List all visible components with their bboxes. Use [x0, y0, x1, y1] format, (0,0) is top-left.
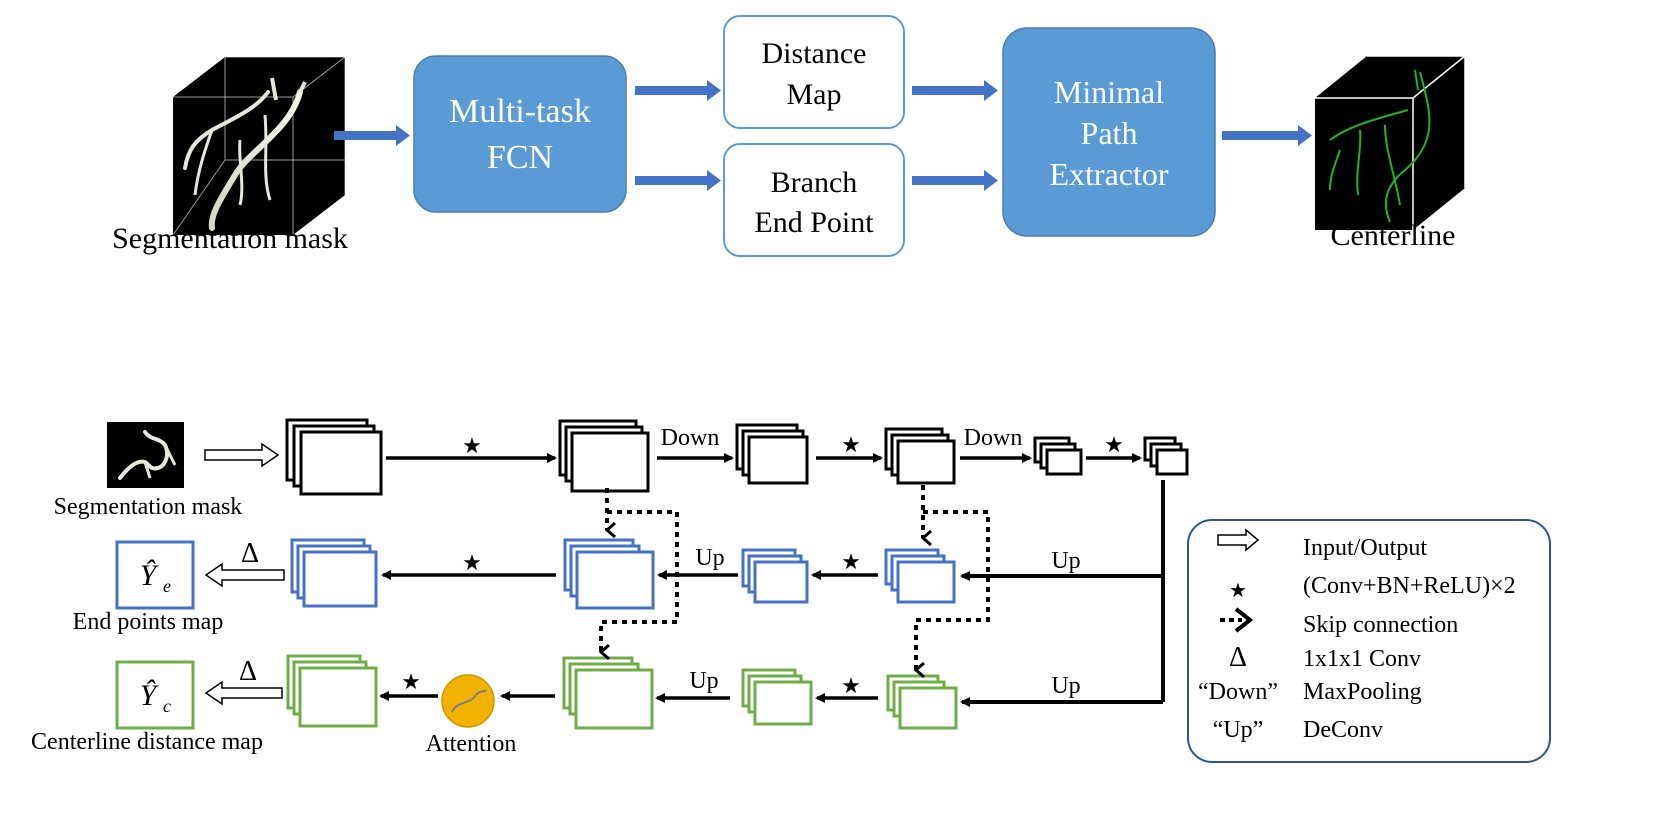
legend-item-delta: Δ 1x1x1 Conv [1229, 642, 1421, 673]
fcn-label-line1: Multi-task [449, 93, 591, 130]
endpoint-y-hat: Ŷ [140, 559, 160, 592]
minimal-path-extractor-box: Minimal Path Extractor [1002, 27, 1216, 237]
hollow-arrow-icon [1217, 528, 1260, 552]
legend-text-0: Input/Output [1303, 535, 1427, 561]
green-stack-3 [741, 668, 813, 726]
legend-text-3: 1x1x1 Conv [1303, 646, 1421, 672]
legend-item-conv: ★ (Conv+BN+ReLU)×2 [1229, 573, 1516, 602]
legend-text-5: DeConv [1303, 717, 1383, 743]
blue-stack-4 [884, 548, 956, 604]
network-input-label: Segmentation mask [54, 494, 243, 520]
delta-symbol-endpoint: Δ [241, 538, 259, 569]
centerline-cube-image [1315, 55, 1466, 230]
centerline-output-label: Centerline distance map [31, 729, 263, 755]
legend-symbol-3: Δ [1229, 642, 1247, 673]
conv-star-5: ★ [841, 549, 861, 574]
endpoint-output: Δ Ŷ e End points map [73, 538, 285, 635]
arrow-fcn-to-branch [635, 170, 721, 191]
legend-text-1: (Conv+BN+ReLU)×2 [1303, 573, 1516, 599]
encoder-stacks [285, 418, 1189, 496]
encoder-stack-5 [1033, 436, 1083, 476]
input-hollow-arrow [204, 442, 280, 468]
legend-text-4: MaxPooling [1303, 679, 1422, 705]
branch-label-line1: Branch [771, 166, 858, 199]
distance-label-line1: Distance [762, 37, 867, 70]
distance-label-line2: Map [787, 78, 842, 111]
conv-star-6: ★ [401, 669, 421, 694]
arrow-distance-to-extractor [912, 80, 998, 101]
centerline-y-hat: Ŷ [140, 679, 160, 712]
conv-star-4: ★ [462, 550, 482, 575]
legend-text-2: Skip connection [1303, 612, 1458, 638]
attention-label: Attention [426, 731, 517, 757]
up-label-centerline: Up [689, 668, 718, 694]
legend-item-up: “Up” DeConv [1213, 717, 1383, 743]
conv-star-2: ★ [841, 432, 861, 457]
encoder-stack-4 [884, 427, 956, 485]
multi-task-fcn-box: Multi-task FCN [413, 55, 627, 213]
green-stack-4 [886, 674, 958, 730]
bottleneck-paths [960, 480, 1165, 707]
extractor-label-line1: Minimal [1054, 74, 1164, 110]
up-label-bottleneck-2: Up [1051, 673, 1080, 699]
top-input-label: Segmentation mask [112, 222, 348, 255]
attention-module [441, 674, 495, 728]
legend-item-skip: Skip connection [1220, 607, 1458, 638]
down-label-2: Down [964, 425, 1023, 451]
centerline-subscript: c [163, 696, 171, 716]
extractor-label-line3: Extractor [1049, 156, 1168, 192]
distance-map-box: Distance Map [723, 15, 905, 129]
conv-star-1: ★ [462, 433, 482, 458]
up-label-bottleneck-1: Up [1051, 548, 1080, 574]
legend-symbol-4: “Down” [1198, 679, 1278, 705]
endpoint-subscript: e [163, 576, 171, 596]
up-label-endpoint: Up [695, 545, 724, 571]
green-stack-1 [286, 654, 378, 728]
legend-item-input-output: Input/Output [1217, 528, 1427, 561]
top-output-label: Centerline [1331, 219, 1456, 252]
blue-stack-3 [741, 548, 809, 604]
arrow-branch-to-extractor [912, 170, 998, 191]
encoder-stack-2 [558, 419, 650, 493]
arrow-cube-to-fcn [334, 125, 410, 146]
down-label-1: Down [661, 425, 720, 451]
segmentation-cube-image [172, 56, 346, 236]
blue-stack-1 [290, 538, 378, 608]
endpoint-output-label: End points map [73, 609, 224, 635]
fcn-label-line2: FCN [487, 139, 553, 176]
delta-symbol-centerline: Δ [239, 656, 257, 687]
legend-symbol-1: ★ [1229, 580, 1247, 602]
arrow-extractor-to-centerline [1222, 125, 1312, 146]
green-stack-2 [562, 656, 654, 730]
network-input-thumbnail [107, 422, 184, 488]
legend: Input/Output ★ (Conv+BN+ReLU)×2 Skip con… [1187, 519, 1551, 763]
branch-end-point-box: Branch End Point [723, 143, 905, 257]
conv-star-3: ★ [1104, 432, 1124, 457]
centerline-decoder-stacks [286, 654, 958, 730]
delta-arrow-centerline: Δ [204, 656, 283, 706]
blue-stack-2 [563, 538, 655, 610]
endpoint-decoder-stacks [290, 538, 956, 610]
encoder-stack-6 [1143, 436, 1189, 476]
branch-label-line2: End Point [754, 206, 874, 239]
centerline-decoder-arrows [379, 691, 878, 703]
extractor-label-line2: Path [1081, 115, 1138, 151]
skip-connections [601, 485, 990, 670]
encoder-stack-3 [735, 423, 809, 485]
centerline-output: Δ Ŷ c Centerline distance map [31, 656, 283, 755]
arrowhead-icon [1234, 607, 1254, 633]
arrow-fcn-to-distance [635, 80, 721, 101]
legend-item-down: “Down” MaxPooling [1198, 679, 1422, 705]
top-arrows [334, 80, 1312, 191]
legend-symbol-5: “Up” [1213, 717, 1264, 743]
delta-arrow-endpoint: Δ [204, 538, 285, 588]
conv-star-7: ★ [841, 673, 861, 698]
encoder-stack-1 [285, 418, 383, 496]
